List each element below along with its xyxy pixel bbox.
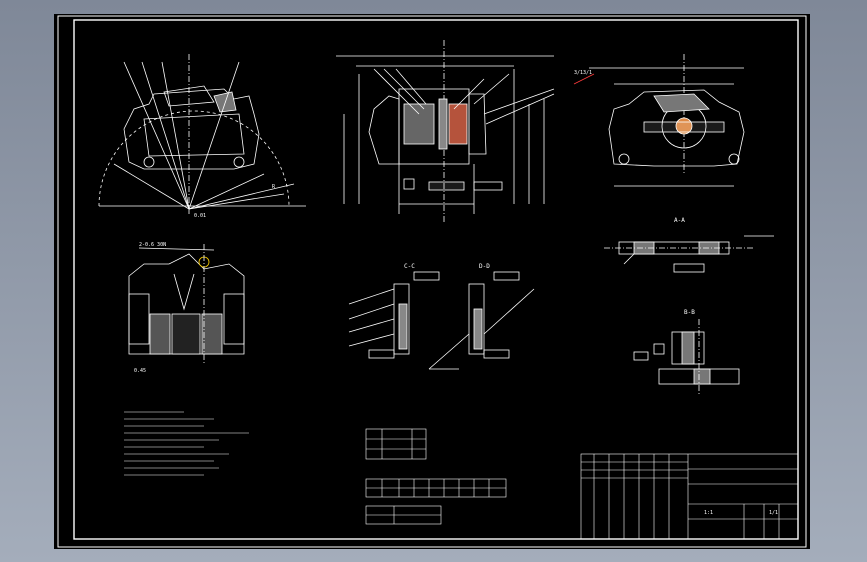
svg-text:0.45: 0.45: [134, 368, 146, 374]
section-b-label: B-B: [684, 309, 695, 316]
sheet-frame: [57, 15, 807, 548]
title-block: 1:1 1/1: [580, 453, 799, 540]
svg-text:3/13/1: 3/13/1: [574, 70, 592, 76]
detail-bb: B-B: [633, 309, 740, 394]
detail-aa: A-A: [604, 217, 774, 273]
bottom-view: 2-0.6 30N 0.45: [128, 242, 245, 374]
side-view-right: 3/13/1: [573, 54, 745, 187]
section-c-label: C-C: [404, 263, 415, 270]
front-view: R 0.01: [98, 54, 306, 219]
technical-notes: [124, 411, 249, 476]
section-d-label: D-D: [479, 263, 490, 270]
svg-text:2-0.6 30N: 2-0.6 30N: [139, 242, 166, 248]
detail-a-label: A-A: [674, 217, 685, 224]
drawing-canvas[interactable]: R 0.01: [54, 14, 810, 549]
parameter-tables: [365, 428, 507, 525]
title-sheet: 1/1: [769, 510, 778, 516]
section-cc-dd: C-C D-D: [348, 263, 535, 370]
svg-text:0.01: 0.01: [194, 213, 206, 219]
drawing-sheet: R 0.01: [57, 15, 807, 548]
section-view-top: [336, 40, 555, 224]
title-scale: 1:1: [704, 510, 713, 516]
svg-text:R: R: [272, 184, 276, 190]
